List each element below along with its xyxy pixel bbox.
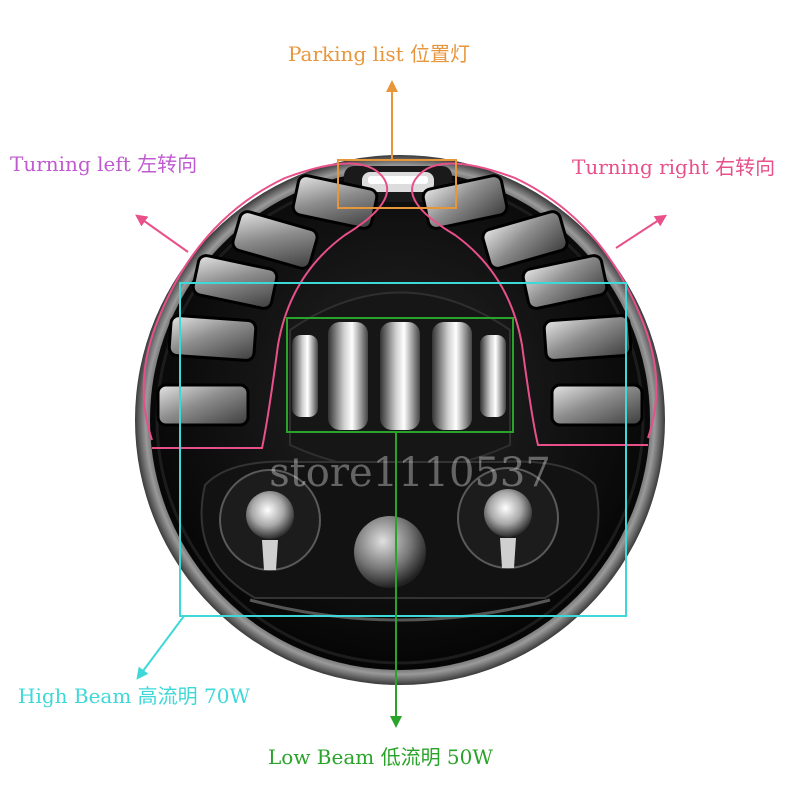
parking-light-label: Parking list 位置灯 — [288, 42, 471, 66]
low-beam-label: Low Beam 低流明 50W — [268, 745, 493, 769]
parking-box — [337, 159, 457, 209]
turning-right-arrow — [615, 214, 668, 249]
turning-left-arrow — [135, 214, 189, 253]
turning-right-label: Turning right 右转向 — [572, 155, 776, 179]
turning-outline — [142, 162, 658, 449]
watermark: store1110537 — [269, 450, 551, 496]
center-dome — [354, 516, 426, 588]
right-high-beam-reflector — [457, 467, 559, 569]
turning-right-segments — [421, 174, 644, 427]
turning-left-label: Turning left 左转向 — [10, 152, 198, 176]
low-beam-leds — [292, 322, 506, 430]
low-beam-box — [286, 317, 514, 433]
high-beam-label: High Beam 高流明 70W — [18, 684, 251, 708]
left-high-beam-reflector — [219, 469, 321, 571]
lower-trim — [249, 598, 551, 622]
high-beam-arrow — [136, 615, 185, 680]
high-beam-box — [179, 282, 627, 617]
